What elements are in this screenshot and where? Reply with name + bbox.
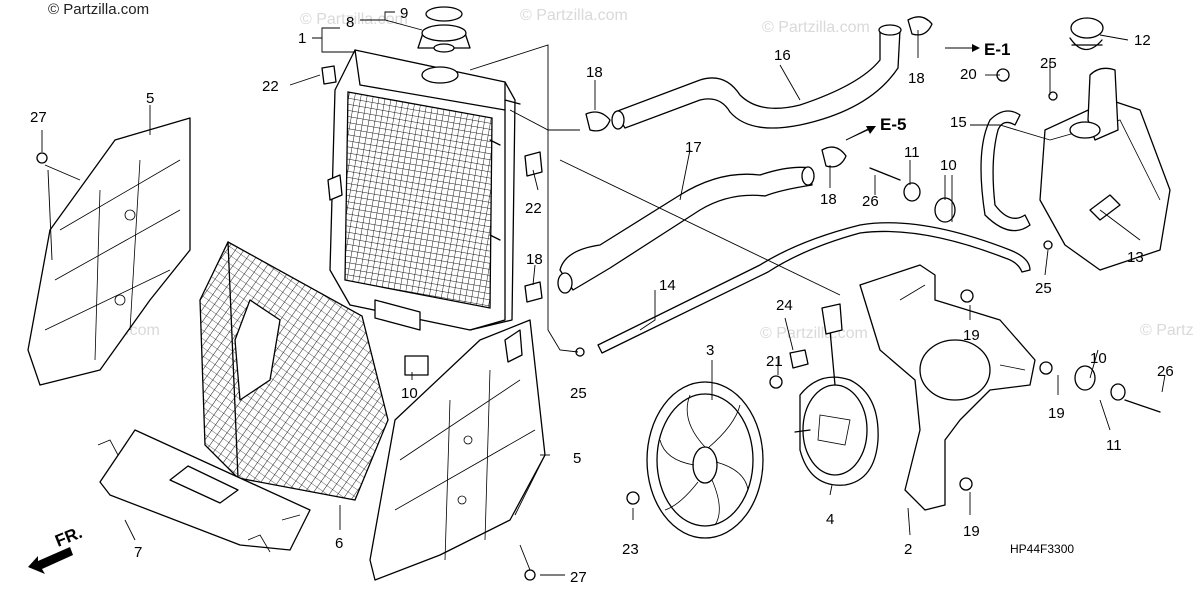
reference-arrows [845,44,980,141]
callout-10: 10 [940,157,957,174]
callout-26: 26 [1157,363,1174,380]
callout-19: 19 [963,327,980,344]
fan-bracket [859,264,1036,511]
overflow-hose [597,222,1031,354]
reference-labels: E-1 E-5 [880,40,1010,134]
ref-e1: E-1 [984,40,1010,59]
corner-watermark: © Partzilla.com [48,1,149,18]
watermark: © Partz [1140,322,1194,339]
callout-19: 19 [963,523,980,540]
callout-18: 18 [908,70,925,87]
callout-22: 22 [525,200,542,217]
front-label: FR. [52,523,85,551]
watermark: © Partzilla.com [760,325,868,342]
callout-25: 25 [570,385,587,402]
reserve-tank [1039,67,1171,271]
callout-27: 27 [570,569,587,586]
callout-10: 10 [1090,350,1107,367]
callout-25: 25 [1035,280,1052,297]
ref-e5: E-5 [880,115,906,134]
callout-3: 3 [706,342,714,359]
radiator [327,49,521,331]
callout-9: 9 [400,5,408,22]
callout-10: 10 [401,385,418,402]
watermark: © Partzilla.com [300,11,408,28]
callout-17: 17 [685,139,702,156]
callout-1: 1 [298,30,306,47]
callout-18: 18 [820,191,837,208]
callout-2: 2 [904,541,912,558]
shroud-right [369,319,546,581]
callout-8: 8 [346,14,354,31]
upper-hose [611,24,902,130]
callout-7: 7 [134,544,142,561]
diagram-code: HP44F3300 [1010,542,1074,556]
callout-16: 16 [774,47,791,64]
callout-21: 21 [766,353,783,370]
cooling-fan [646,381,764,539]
callout-14: 14 [659,277,676,294]
lower-hose [557,166,815,294]
callout-23: 23 [622,541,639,558]
watermark-layer: © Partzilla.com © Partzilla.com © Partzi… [48,1,1194,342]
callout-11: 11 [904,144,920,161]
fan-motor [794,303,879,486]
watermark: © Partzilla.com [520,7,628,24]
hardware [36,16,1161,581]
callout-6: 6 [335,535,343,552]
siphon-hose [980,110,1031,232]
callout-11: 11 [1106,437,1122,454]
callout-25: 25 [1040,55,1057,72]
callout-5: 5 [573,450,581,467]
callout-26: 26 [862,193,879,210]
callout-12: 12 [1134,32,1151,49]
radiator-cap [417,6,471,53]
front-arrow-icon: FR. [28,523,85,574]
callout-19: 19 [1048,405,1065,422]
callout-18: 18 [586,64,603,81]
lower-plate [97,429,311,553]
leader-lines [41,11,1166,576]
radiator-screen [199,241,389,501]
callout-5: 5 [146,90,154,107]
callouts: 1 2 3 4 5 5 6 7 8 9 10 10 10 11 11 12 13… [30,5,1174,586]
callout-20: 20 [960,66,977,83]
watermark: © Partzilla.com [762,19,870,36]
callout-13: 13 [1127,249,1144,266]
callout-24: 24 [776,297,793,314]
callout-4: 4 [826,511,834,528]
callout-15: 15 [950,114,967,131]
callout-18: 18 [526,251,543,268]
callout-22: 22 [262,78,279,95]
callout-27: 27 [30,109,47,126]
reserve-cap [1069,17,1104,51]
shroud-left [27,117,191,386]
